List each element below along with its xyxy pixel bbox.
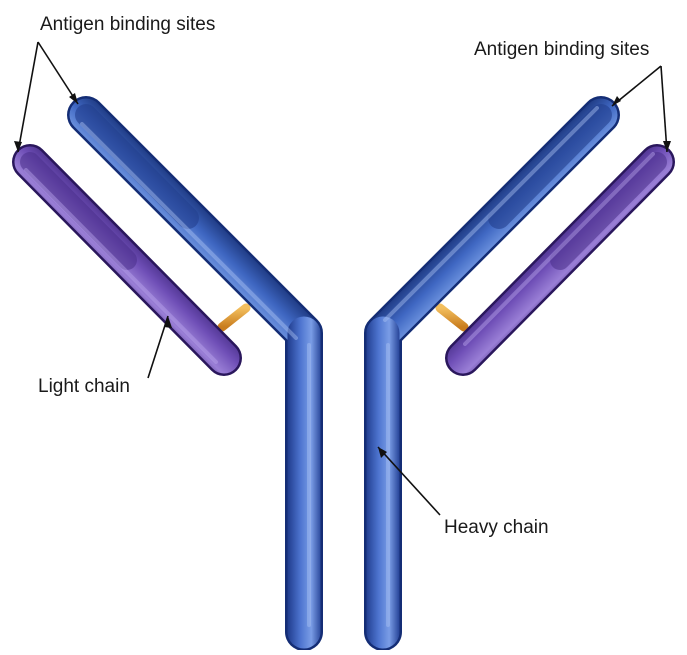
heavy-chain-right bbox=[383, 108, 601, 632]
disulfide-bonds bbox=[222, 308, 464, 391]
leader-antigen-left-to-heavy bbox=[38, 42, 78, 104]
leader-antigen-right-to-light bbox=[661, 66, 667, 152]
light-chain-left bbox=[26, 162, 224, 362]
label-antigen-binding-sites-right: Antigen binding sites bbox=[474, 39, 649, 60]
label-heavy-chain: Heavy chain bbox=[444, 517, 549, 538]
leader-antigen-left-to-light bbox=[18, 42, 38, 152]
light-chain-right-variable-region bbox=[560, 162, 657, 260]
heavy-chain-left bbox=[82, 115, 309, 632]
light-chain-left-variable-region bbox=[30, 162, 127, 260]
label-light-chain: Light chain bbox=[38, 376, 130, 397]
disulfide-bond-left-arm bbox=[222, 308, 246, 327]
heavy-chain-right-variable-region bbox=[499, 115, 601, 218]
light-chain-right bbox=[463, 154, 657, 358]
disulfide-bond-right-arm bbox=[440, 308, 464, 327]
leader-lines bbox=[18, 42, 667, 515]
label-antigen-binding-sites-left: Antigen binding sites bbox=[40, 14, 215, 35]
heavy-chain-left-variable-region bbox=[86, 115, 188, 218]
